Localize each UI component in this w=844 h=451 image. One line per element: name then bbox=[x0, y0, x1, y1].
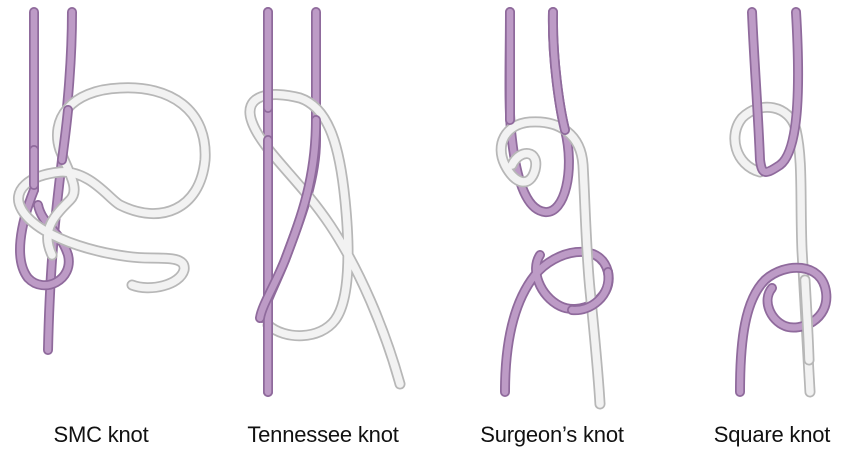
knot-square bbox=[735, 12, 826, 392]
knot-label-surgeons: Surgeon’s knot bbox=[480, 422, 624, 448]
smc-white-strand bbox=[18, 88, 205, 288]
knot-smc bbox=[18, 12, 205, 350]
knot-surgeons bbox=[501, 12, 609, 404]
knot-label-tennessee: Tennessee knot bbox=[247, 422, 398, 448]
knot-label-smc: SMC knot bbox=[54, 422, 149, 448]
knot-tennessee bbox=[250, 12, 400, 392]
knot-label-square: Square knot bbox=[714, 422, 830, 448]
